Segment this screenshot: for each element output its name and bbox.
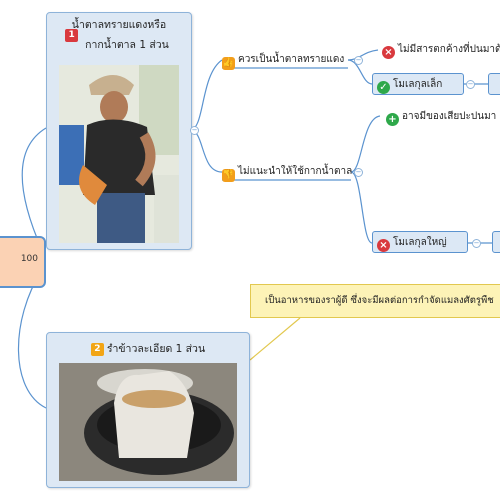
small-molecule-label: โมเลกุลเล็ก: [393, 79, 443, 90]
connector-card1-not: [189, 129, 223, 173]
number-badge-2: 2: [90, 343, 104, 356]
collapse-toggle-not[interactable]: −: [354, 168, 363, 177]
rice-bran-photo: [59, 363, 237, 481]
item-large-molecule[interactable]: ×โมเลกุลใหญ่: [372, 231, 468, 253]
card-brown-sugar-title: น้ำตาลทรายแดงหรือ: [47, 17, 191, 34]
may-waste-label: อาจมีของเสียปะปนมา: [402, 111, 497, 122]
connector-should-noresidue: [347, 49, 379, 61]
collapse-toggle-card1[interactable]: −: [190, 126, 199, 135]
item-small-molecule[interactable]: ✓โมเลกุลเล็ก: [372, 73, 464, 95]
plus-circle-icon: +: [386, 113, 399, 126]
callout-note[interactable]: เป็นอาหารของราผู้ดี ซึ่งจะมีผลต่อการกำจั…: [250, 284, 500, 318]
root-node[interactable]: 100: [0, 236, 46, 288]
card-brown-sugar-title-line2: กากน้ำตาล 1 ส่วน: [85, 39, 169, 51]
collapse-toggle-small[interactable]: −: [466, 80, 475, 89]
branch-should-brown-sugar[interactable]: 👍ควรเป็นน้ำตาลทรายแดง: [222, 52, 344, 70]
item-no-residue[interactable]: ×ไม่มีสารตกค้างที่ปนมาด้วย: [382, 42, 500, 59]
thumbs-down-icon: 👎: [222, 169, 235, 182]
connector-should-small: [347, 59, 373, 85]
no-residue-label: ไม่มีสารตกค้างที่ปนมาด้วย: [398, 44, 500, 55]
card-brown-sugar-subtitle: 1 กากน้ำตาล 1 ส่วน: [47, 29, 191, 54]
large-molecule-label: โมเลกุลใหญ่: [393, 237, 447, 248]
farmer-photo: [59, 65, 179, 243]
x-circle-icon: ×: [382, 46, 395, 59]
connector-root-card1: [21, 127, 47, 251]
connector-card1-should: [189, 59, 223, 131]
callout-note-text: เป็นอาหารของราผู้ดี ซึ่งจะมีผลต่อการกำจั…: [265, 295, 494, 306]
branch-not-molasses[interactable]: 👎ไม่แนะนำให้ใช้กากน้ำตาล: [222, 164, 352, 182]
branch-should-label: ควรเป็นน้ำตาลทรายแดง: [238, 54, 345, 65]
thumbs-up-icon: 👍: [222, 57, 235, 70]
item-large-molecule-child[interactable]: [492, 231, 500, 253]
root-label: 100: [20, 254, 38, 264]
connector-root-card2: [17, 269, 47, 409]
x-circle-icon: ×: [377, 239, 390, 252]
card-brown-sugar[interactable]: น้ำตาลทรายแดงหรือ 1 กากน้ำตาล 1 ส่วน: [46, 12, 192, 250]
collapse-toggle-should[interactable]: −: [354, 56, 363, 65]
collapse-toggle-large[interactable]: −: [472, 239, 481, 248]
item-may-waste[interactable]: +อาจมีของเสียปะปนมา: [386, 109, 496, 126]
connector-not-large: [350, 171, 373, 244]
connector-not-waste: [350, 115, 381, 173]
number-badge-1: 1: [65, 29, 79, 42]
card-brown-sugar-title-line1: น้ำตาลทรายแดงหรือ: [71, 19, 167, 31]
card-rice-bran-title-text: รำข้าวละเอียด 1 ส่วน: [106, 343, 206, 355]
check-circle-icon: ✓: [377, 81, 390, 94]
item-small-molecule-child[interactable]: [488, 73, 500, 95]
connector-note: [249, 317, 301, 361]
branch-not-label: ไม่แนะนำให้ใช้กากน้ำตาล: [238, 166, 353, 177]
